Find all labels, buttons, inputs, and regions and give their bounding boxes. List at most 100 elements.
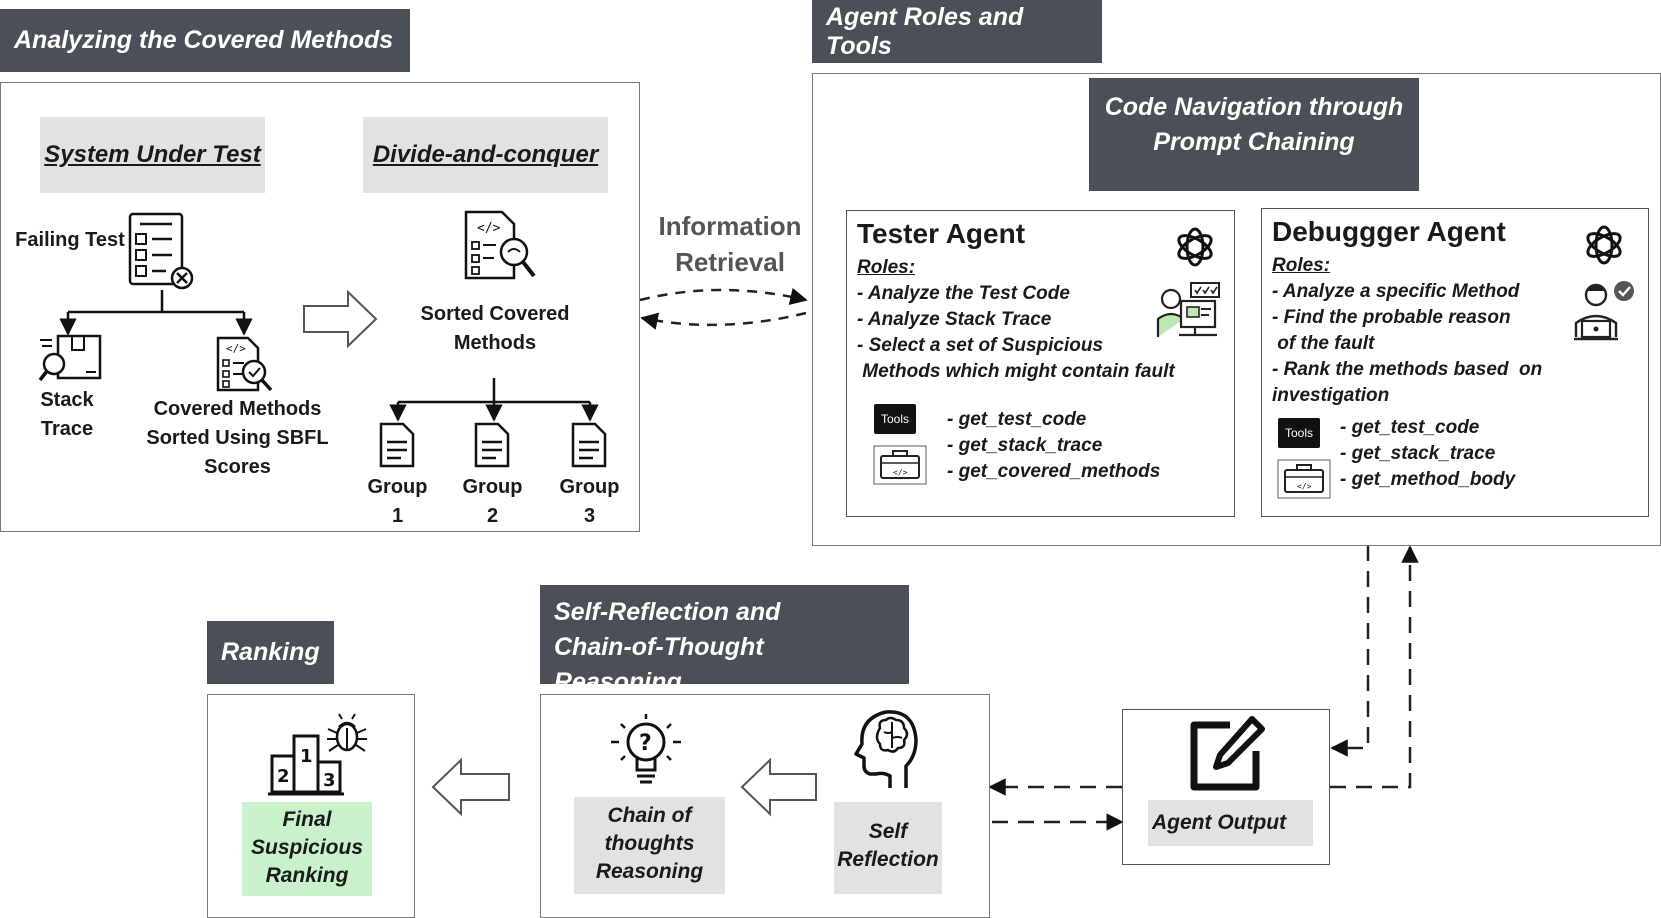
debugger-role-item: of the fault: [1272, 333, 1375, 354]
tester-roles-list: - Analyze the Test Code - Analyze Stack …: [857, 281, 1175, 385]
stack-trace-line1: Stack: [40, 389, 94, 411]
tester-tools-list: - get_test_code - get_stack_trace - get_…: [947, 407, 1160, 485]
debugger-agent-card: Debuggger Agent Roles: - Analyze a speci…: [1261, 208, 1649, 517]
info-retrieval-label: Information Retrieval: [640, 208, 820, 280]
arrow-icon: [740, 757, 818, 817]
group-2: Group 2: [455, 422, 530, 531]
arrow-icon: [302, 289, 378, 349]
section-header-analyzing: Analyzing the Covered Methods: [0, 9, 410, 72]
toolbox-icon: </>: [873, 445, 927, 485]
debugger-role-item: investigation: [1272, 385, 1390, 406]
document-icon: [474, 422, 510, 468]
chain-line3: Reasoning: [595, 860, 704, 883]
self-reflection-header-line1: Self-Reflection and: [554, 598, 781, 626]
code-navigation-line1: Code Navigation through: [1104, 93, 1404, 121]
chain-line1: Chain of: [607, 804, 692, 827]
agent-output-label: Agent Output: [1148, 800, 1313, 846]
covered-line2: Sorted Using SBFL: [146, 427, 329, 449]
developer-icon: [1572, 279, 1638, 345]
chain-line2: thoughts: [604, 832, 695, 855]
debugger-role-item: - Analyze a specific Method: [1272, 281, 1520, 302]
debugger-agent-title: Debuggger Agent: [1272, 216, 1506, 247]
toolbox-icon: </>: [1277, 459, 1331, 499]
group-2-label: Group: [462, 476, 523, 498]
tester-role-item: - Analyze the Test Code: [857, 283, 1070, 304]
debugger-tools-badge: Tools: [1278, 418, 1320, 448]
tester-tools-badge: Tools: [874, 404, 916, 434]
bug-icon: [325, 711, 369, 755]
system-under-test-label: System Under Test: [40, 117, 265, 193]
self-reflection-box: Self Reflection: [834, 802, 942, 894]
self-reflection-header-line2: Chain-of-Thought Reasoning: [554, 633, 764, 696]
document-icon: [379, 422, 415, 468]
svg-text:</>: </>: [893, 468, 908, 477]
svg-text:2: 2: [277, 766, 290, 787]
chain-of-thoughts-box: Chain of thoughts Reasoning: [574, 797, 725, 894]
info-line1: Information: [658, 211, 802, 241]
info-line2: Retrieval: [675, 247, 785, 277]
divide-and-conquer-label: Divide-and-conquer: [363, 117, 608, 193]
output-to-roles-arrow: [1330, 545, 1419, 789]
group-1-label: Group: [367, 476, 428, 498]
sorted-line2: Methods: [453, 332, 537, 354]
edit-icon: [1186, 715, 1266, 795]
debugger-roles-list: - Analyze a specific Method - Find the p…: [1272, 279, 1542, 409]
document-checklist-icon: [128, 212, 198, 292]
final-ranking-box: Final Suspicious Ranking: [242, 802, 372, 896]
tester-tool-item: - get_test_code: [947, 409, 1087, 430]
ranking-line2: Suspicious: [250, 836, 364, 859]
info-retrieval-arrow-bottom: [640, 311, 807, 330]
group-1-number: 1: [391, 505, 404, 527]
ranking-line3: Ranking: [265, 864, 349, 887]
tester-tool-item: - get_stack_trace: [947, 435, 1103, 456]
lightbulb-icon: ?: [607, 712, 685, 792]
svg-text:?: ?: [639, 731, 652, 756]
self-line2: Reflection: [837, 848, 939, 871]
group-3: Group 3: [552, 422, 627, 531]
tester-agent-card: Tester Agent Roles: - Analyze the Test C…: [846, 210, 1235, 517]
podium-icon: 2 1 3: [268, 726, 344, 798]
group-3-label: Group: [559, 476, 620, 498]
section-header-agent-roles: Agent Roles and Tools: [812, 0, 1102, 63]
debugger-tools-list: - get_test_code - get_stack_trace - get_…: [1340, 415, 1515, 493]
document-icon: [571, 422, 607, 468]
stack-trace-label: Stack Trace: [22, 386, 112, 444]
roles-to-output-arrow: [1330, 545, 1370, 757]
section-header-self-reflection: Self-Reflection and Chain-of-Thought Rea…: [540, 585, 909, 696]
covered-line1: Covered Methods: [153, 398, 322, 420]
debugger-roles-label: Roles:: [1272, 255, 1331, 276]
svg-text:</>: </>: [477, 221, 501, 236]
code-file-icon: </>: [214, 336, 274, 394]
sorted-line1: Sorted Covered: [420, 303, 570, 325]
group-tree: [389, 378, 599, 422]
debugger-role-item: - Rank the methods based on: [1272, 359, 1543, 380]
developer-icon: [1155, 281, 1221, 345]
info-retrieval-arrow-top: [639, 287, 808, 305]
tester-role-item: - Analyze Stack Trace: [857, 309, 1052, 330]
covered-line3: Scores: [204, 456, 271, 478]
group-2-number: 2: [486, 505, 499, 527]
magnifier-icon: [38, 334, 104, 384]
tester-tool-item: - get_covered_methods: [947, 461, 1161, 482]
svg-text:1: 1: [300, 746, 313, 767]
tester-agent-title: Tester Agent: [857, 218, 1026, 249]
debugger-tool-item: - get_test_code: [1340, 417, 1480, 438]
stack-trace-line2: Trace: [40, 418, 94, 440]
ranking-line1: Final: [282, 808, 332, 831]
failing-test-tree: [59, 290, 253, 336]
group-1: Group 1: [360, 422, 435, 531]
brain-head-icon: [850, 706, 922, 792]
debugger-role-item: - Find the probable reason: [1272, 307, 1511, 328]
section-header-ranking: Ranking: [207, 621, 334, 684]
group-3-number: 3: [583, 505, 596, 527]
tester-roles-label: Roles:: [857, 257, 916, 278]
self-line1: Self: [868, 820, 908, 843]
openai-logo-icon: [1173, 225, 1217, 269]
failing-test-label: Failing Test: [15, 229, 125, 251]
openai-logo-icon: [1582, 223, 1626, 267]
covered-methods-label: Covered Methods Sorted Using SBFL Scores: [140, 395, 335, 482]
debugger-tool-item: - get_method_body: [1340, 469, 1516, 490]
svg-text:</>: </>: [226, 342, 246, 355]
arrow-icon: [431, 757, 511, 817]
code-navigation-box: Code Navigation through Prompt Chaining: [1089, 78, 1419, 191]
